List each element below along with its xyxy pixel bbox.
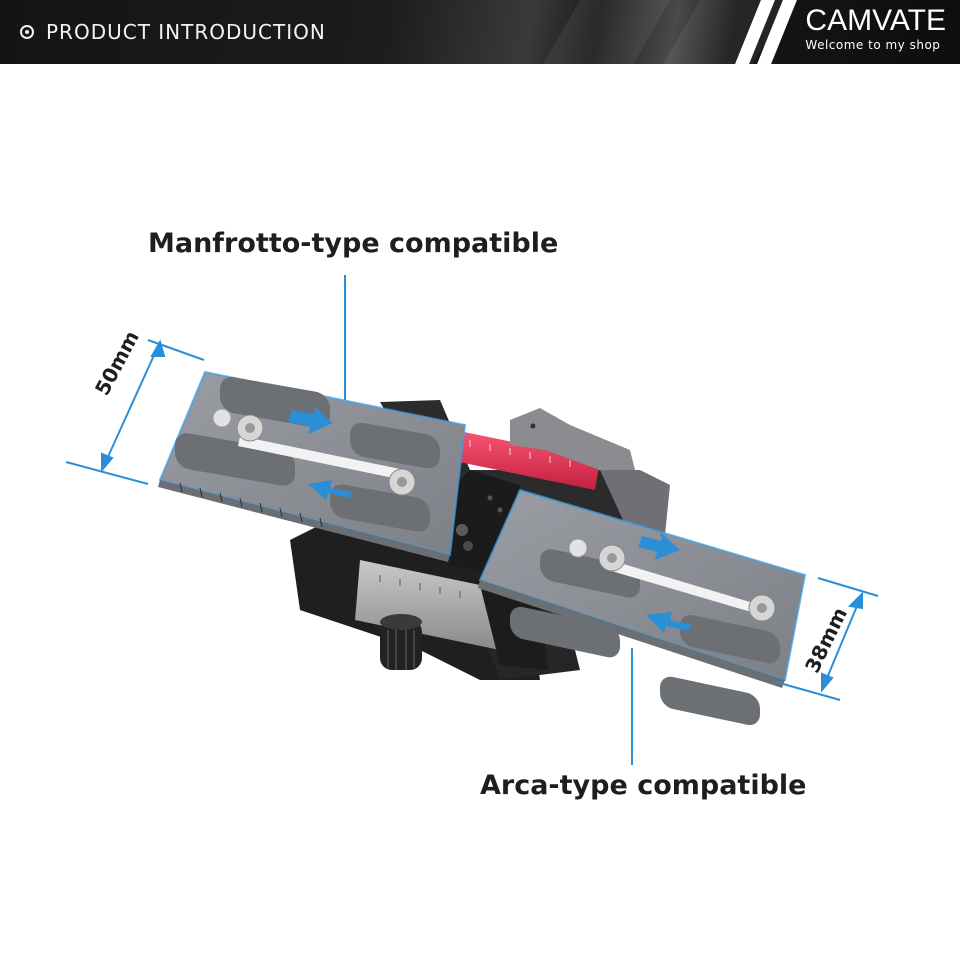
section-title: PRODUCT INTRODUCTION xyxy=(20,20,326,44)
mounting-slot xyxy=(608,560,760,614)
mounting-slot xyxy=(238,436,405,480)
grip-pad xyxy=(175,433,295,486)
grip-pad xyxy=(350,422,440,469)
section-title-text: PRODUCT INTRODUCTION xyxy=(46,20,326,44)
grip-pad xyxy=(510,606,620,658)
mounting-screw xyxy=(212,408,232,428)
arrow-left-icon xyxy=(646,612,692,633)
dimension-38mm xyxy=(775,577,879,701)
grip-pad xyxy=(660,676,760,726)
target-icon xyxy=(20,25,34,39)
dimension-50mm xyxy=(65,339,205,485)
product-photo xyxy=(65,275,879,765)
scale-ticks xyxy=(179,482,323,528)
header-banner: PRODUCT INTRODUCTION CAMVATE Welcome to … xyxy=(0,0,960,64)
brand-name: CAMVATE xyxy=(805,4,946,37)
red-slide-rail xyxy=(425,425,600,490)
grip-pad xyxy=(540,549,640,598)
manfrotto-plate xyxy=(158,370,467,562)
grip-pad xyxy=(680,615,780,664)
arrow-right-icon xyxy=(288,406,333,434)
arca-label: Arca-type compatible xyxy=(480,770,807,801)
rail-ticks xyxy=(469,440,571,467)
manfrotto-label: Manfrotto-type compatible xyxy=(148,228,559,259)
banner-light-sweep xyxy=(528,0,682,64)
mounting-screw xyxy=(568,538,588,558)
locking-lever xyxy=(510,408,670,535)
arrow-left-icon xyxy=(308,480,352,500)
arrow-right-icon xyxy=(638,532,680,560)
adjustment-knob xyxy=(380,614,422,670)
brand-tagline: Welcome to my shop xyxy=(805,38,941,52)
arca-plate xyxy=(478,488,807,726)
brand-logo: CAMVATE Welcome to my shop xyxy=(805,4,946,52)
grip-pad xyxy=(330,484,430,532)
